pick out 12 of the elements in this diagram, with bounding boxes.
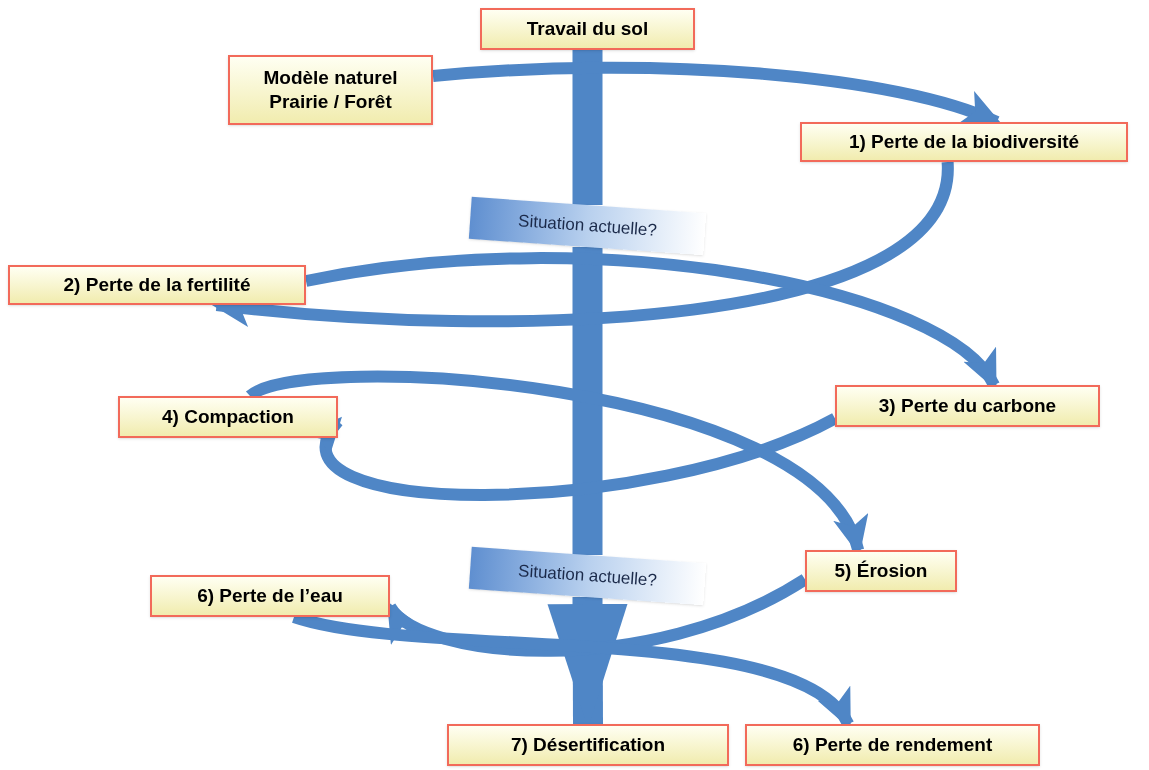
label-box: 6) Perte de rendement [745,724,1040,766]
label-box: 3) Perte du carbone [835,385,1100,427]
label-box: 6) Perte de l’eau [150,575,390,617]
label-box: 5) Érosion [805,550,957,592]
label-box: Modèle naturel Prairie / Forêt [228,55,433,125]
spiral-arrow [210,161,954,328]
label-box: Travail du sol [480,8,695,50]
tilted-tag: Situation actuelle? [468,196,707,256]
tilted-tag: Situation actuelle? [468,546,707,606]
label-box: 7) Désertification [447,724,729,766]
label-box: 1) Perte de la biodiversité [800,122,1128,162]
label-box: 2) Perte de la fertilité [8,265,306,305]
